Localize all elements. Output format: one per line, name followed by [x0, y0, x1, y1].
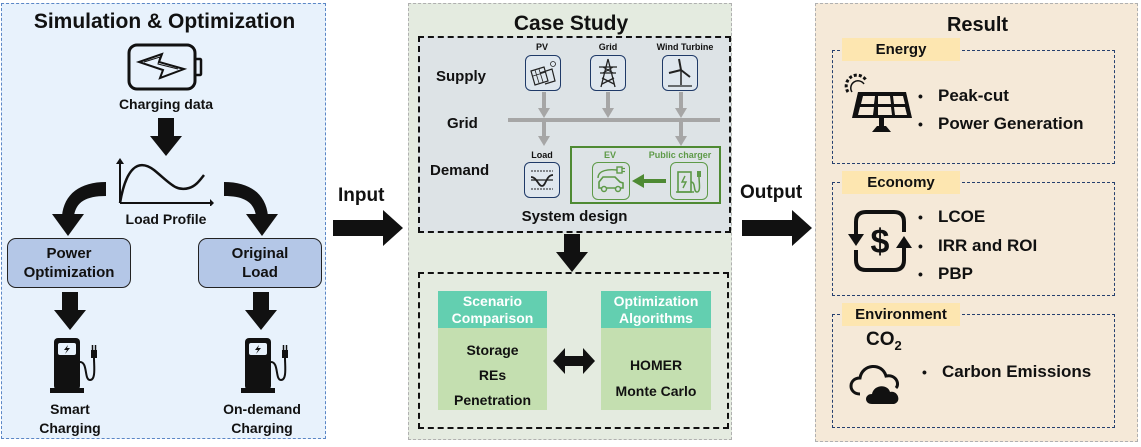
dollar-cycle-icon: $	[848, 210, 912, 272]
economy-item: LCOE	[918, 207, 985, 227]
energy-item: Power Generation	[918, 114, 1083, 134]
power-optimization-line2: Optimization	[23, 264, 115, 281]
co2-label: CO2	[866, 329, 902, 353]
load-profile-label: Load Profile	[125, 211, 207, 227]
original-load-line1: Original	[231, 245, 289, 262]
simulation-title: Simulation & Optimization	[33, 10, 296, 33]
algorithms-header-line1: Optimization	[613, 292, 699, 309]
electric-car-icon	[597, 166, 625, 193]
solar-panel-icon	[844, 73, 912, 132]
ev-node	[592, 162, 630, 200]
on-demand-charging-label: On-demand Charging	[200, 400, 324, 438]
co2-cloud-icon	[849, 365, 900, 404]
charging-data-label: Charging data	[118, 96, 214, 112]
energy-tag: Energy	[842, 38, 960, 61]
input-arrow-icon	[333, 210, 403, 246]
wind-turbine-node	[662, 55, 698, 91]
co2-subscript: 2	[894, 337, 902, 353]
environment-section	[832, 314, 1115, 428]
row-label-grid: Grid	[447, 115, 478, 132]
down-arrow-icon	[556, 234, 588, 272]
smart-charging-label: Smart Charging	[10, 400, 130, 438]
environment-item: Carbon Emissions	[922, 362, 1091, 382]
output-label: Output	[740, 182, 803, 203]
curved-arrow-left-icon	[52, 182, 106, 236]
environment-tag: Environment	[842, 303, 960, 326]
scenario-header-line1: Scenario	[462, 292, 523, 309]
load-label: Load	[531, 150, 553, 160]
optimization-algorithms-list: HOMER Monte Carlo	[601, 328, 711, 410]
public-charger-label: Public charger	[648, 150, 712, 160]
charging-station-icon	[241, 338, 288, 393]
energy-section	[832, 50, 1115, 164]
algorithm-item: HOMER	[629, 357, 683, 373]
wind-turbine-label: Wind Turbine	[656, 42, 714, 52]
pv-label: PV	[535, 42, 548, 52]
system-design-label: System design	[521, 208, 628, 225]
transmission-tower-icon	[599, 58, 617, 88]
energy-item: Peak-cut	[918, 86, 1009, 106]
scenario-comparison-list: Storage REs Penetration	[438, 328, 547, 410]
scenario-item: Storage	[466, 342, 519, 358]
power-optimization-line1: Power	[46, 245, 92, 262]
co2-text: CO	[866, 329, 895, 350]
charger-icon	[676, 171, 701, 193]
wind-turbine-icon	[668, 58, 692, 87]
output-arrow-icon	[742, 210, 812, 246]
down-arrow-icon	[54, 292, 86, 330]
pv-node	[525, 55, 561, 91]
pv-panel-icon	[530, 61, 556, 86]
down-arrow-icon	[150, 118, 182, 156]
on-demand-charging-line1: On-demand	[223, 401, 301, 417]
scenario-item: REs	[478, 367, 507, 383]
economy-item: IRR and ROI	[918, 236, 1037, 256]
economy-section	[832, 182, 1115, 296]
grid-label: Grid	[598, 42, 618, 52]
charging-station-icon	[50, 338, 97, 393]
economy-tag: Economy	[842, 171, 960, 194]
smart-charging-line2: Charging	[39, 420, 101, 436]
bidirectional-arrow-icon	[553, 348, 595, 374]
row-label-demand: Demand	[430, 162, 490, 179]
grid-node	[590, 55, 626, 91]
load-curve-icon	[116, 158, 214, 206]
scenario-header-line2: Comparison	[451, 309, 534, 326]
left-arrow-green-icon	[632, 174, 666, 188]
row-label-supply: Supply	[436, 68, 487, 85]
result-title: Result	[946, 14, 1009, 36]
smart-charging-line1: Smart	[50, 401, 90, 417]
scenario-item: Penetration	[453, 392, 531, 408]
analysis-box	[418, 272, 729, 429]
grid-bus-line	[508, 118, 720, 122]
dollar-sign-glyph: $	[871, 223, 890, 261]
load-node	[524, 162, 560, 198]
ev-charging-group	[570, 146, 721, 204]
input-label: Input	[338, 185, 385, 206]
battery-icon	[127, 43, 203, 91]
public-charger-node	[670, 162, 708, 200]
down-arrow-icon	[245, 292, 277, 330]
algorithms-header-line2: Algorithms	[619, 309, 693, 326]
on-demand-charging-line2: Charging	[231, 420, 293, 436]
grid-bus-diagram	[508, 92, 720, 146]
economy-item: PBP	[918, 264, 973, 284]
load-curve-small-icon	[530, 170, 554, 190]
curved-arrow-right-icon	[224, 182, 278, 236]
case-study-title: Case Study	[513, 12, 629, 35]
algorithm-item: Monte Carlo	[615, 383, 697, 399]
ev-label: EV	[603, 150, 616, 160]
original-load-line2: Load	[242, 264, 278, 281]
